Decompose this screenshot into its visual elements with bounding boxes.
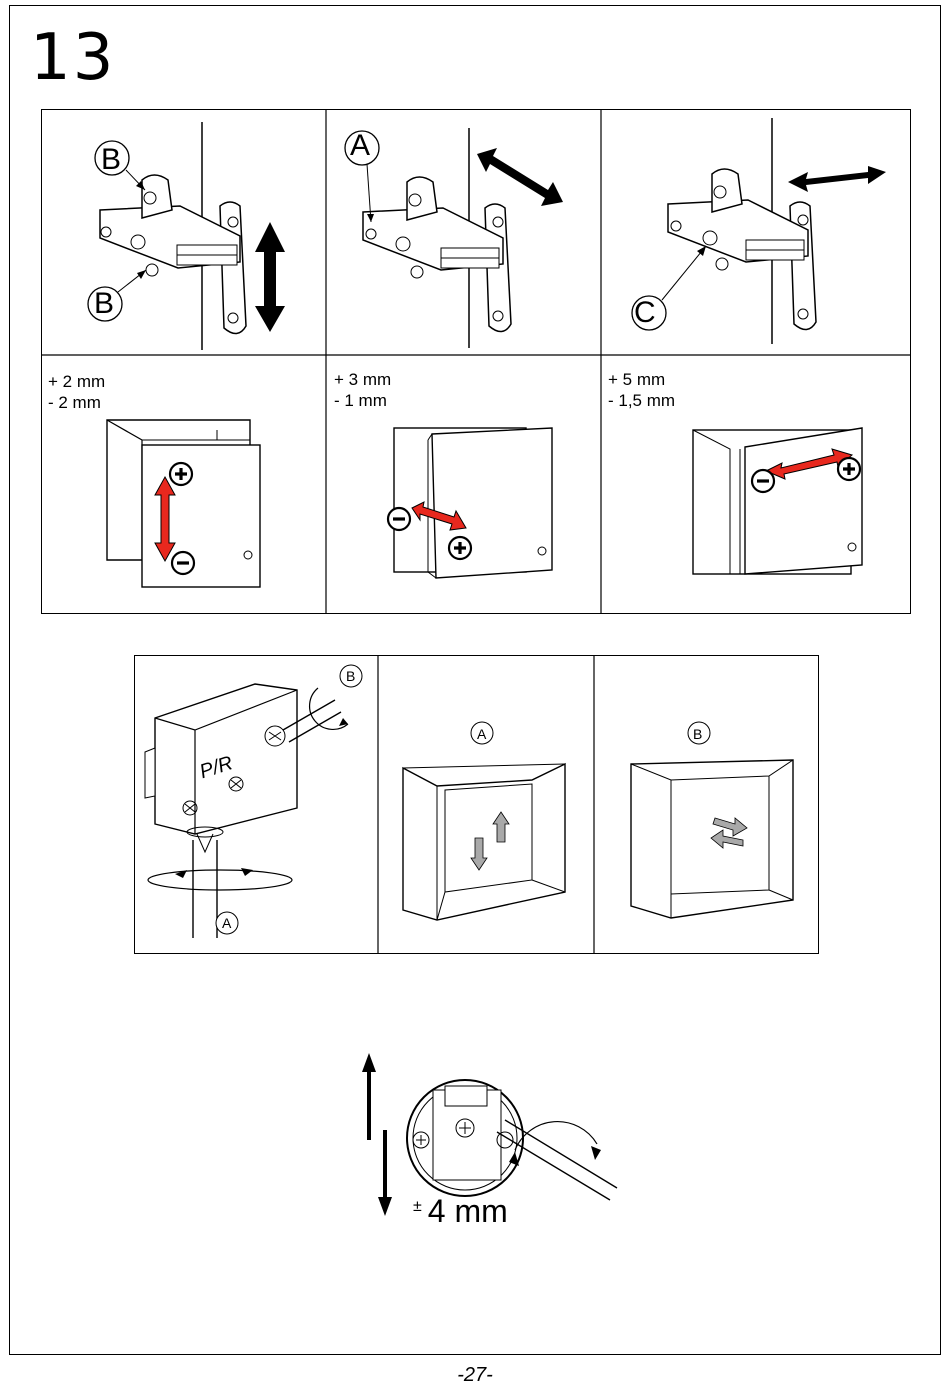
callout-c: C <box>634 296 656 329</box>
hinge-adjustment-grid <box>41 109 911 614</box>
callout-b-top: B <box>101 143 122 176</box>
callout-box-b: B <box>693 726 703 742</box>
cabinet-vertical-adjust <box>106 419 261 588</box>
box-vertical-illustration <box>402 721 566 921</box>
drawer-adjustment-grid <box>134 655 819 954</box>
adjustment-3-range: + 5 mm - 1,5 mm <box>608 369 675 411</box>
adjustment-2-range: + 3 mm - 1 mm <box>334 369 391 411</box>
page-frame <box>9 5 941 1355</box>
cabinet-side-adjust <box>692 427 863 575</box>
plus-minus-sign: ± <box>413 1198 422 1215</box>
adjustment-3-plus: + 5 mm <box>608 370 666 389</box>
callout-box-a: A <box>477 726 487 742</box>
hinge-illustration-side <box>631 118 886 344</box>
adjustment-2-plus: + 3 mm <box>334 370 392 389</box>
adjustment-1-plus: + 2 mm <box>48 372 106 391</box>
hinge-illustration-depth <box>344 128 563 348</box>
cabinet-depth-adjust <box>386 427 553 579</box>
height-adjustment-range: ±4 mm <box>413 1195 508 1227</box>
adjustment-2-minus: - 1 mm <box>334 391 387 410</box>
step-number: 13 <box>30 21 116 95</box>
box-lateral-illustration <box>630 721 794 919</box>
hinge-height-detail <box>362 1053 618 1216</box>
height-adjustment-value: 4 mm <box>427 1193 508 1229</box>
callout-screw-a: A <box>222 915 232 931</box>
hinge-illustration-vertical <box>87 122 285 350</box>
callout-a: A <box>350 129 371 162</box>
callout-b-bottom: B <box>94 287 115 320</box>
runner-block-illustration: P/R <box>144 664 363 938</box>
adjustment-1-minus: - 2 mm <box>48 393 101 412</box>
callout-screw-b: B <box>346 668 356 684</box>
adjustment-3-minus: - 1,5 mm <box>608 391 676 410</box>
page-number: -27- <box>457 1364 493 1386</box>
adjustment-1-range: + 2 mm - 2 mm <box>48 371 105 413</box>
